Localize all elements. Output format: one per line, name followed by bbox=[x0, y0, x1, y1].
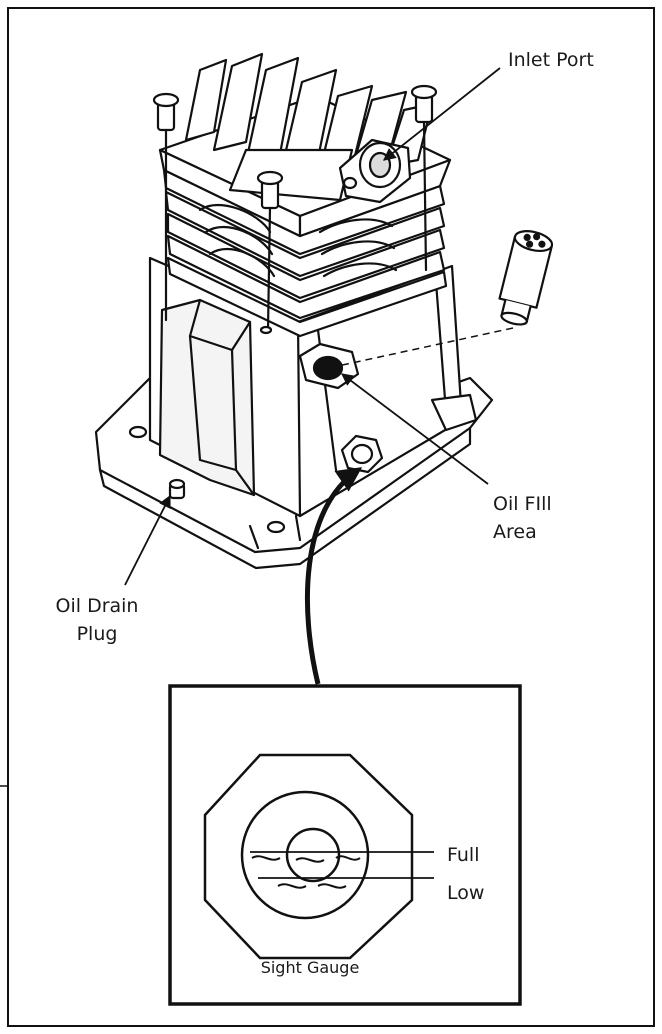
sight-gauge-fitting bbox=[340, 434, 384, 474]
sight-gauge-curved-arrow bbox=[304, 467, 363, 685]
gauge-inner-circle bbox=[285, 827, 341, 883]
mount-hole-left bbox=[128, 425, 148, 439]
cap-to-fill-dashed-line bbox=[337, 327, 514, 367]
label-low: Low bbox=[447, 882, 484, 904]
head-bolts bbox=[152, 84, 438, 335]
oil-fill-hole bbox=[298, 342, 360, 390]
gauge-octagon bbox=[203, 753, 414, 960]
label-full: Full bbox=[447, 844, 480, 866]
gauge-outer-ring bbox=[240, 790, 370, 920]
outer-frame bbox=[7, 7, 655, 1027]
compressor-pump-illustration bbox=[94, 52, 554, 570]
sight-gauge-detail bbox=[203, 753, 414, 960]
label-inlet-port: Inlet Port bbox=[508, 49, 594, 71]
label-oil-fill-line1: Oil FIll bbox=[493, 493, 552, 515]
oil-drain-leader bbox=[124, 494, 171, 586]
inlet-port-leader bbox=[383, 67, 501, 161]
breather-cap bbox=[498, 230, 554, 326]
sight-gauge-inset-box bbox=[168, 684, 522, 1006]
label-oil-drain-line1: Oil Drain bbox=[56, 595, 139, 617]
oil-fill-leader bbox=[340, 373, 489, 485]
label-sight-gauge: Sight Gauge bbox=[261, 958, 360, 977]
label-oil-fill-line2: Area bbox=[493, 521, 537, 543]
oil-drain-plug bbox=[168, 478, 186, 500]
label-oil-drain-line2: Plug bbox=[77, 623, 118, 645]
mount-hole-front bbox=[266, 520, 286, 534]
